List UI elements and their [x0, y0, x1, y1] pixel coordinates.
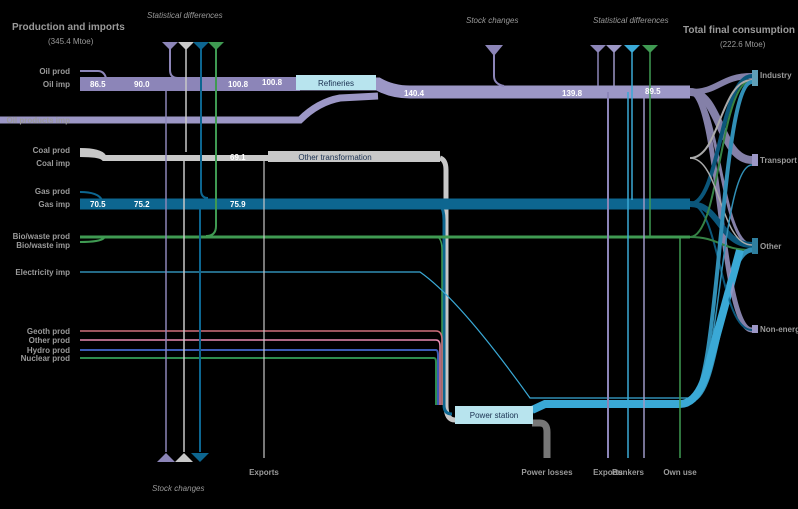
source-label: Nuclear prod	[21, 354, 70, 363]
stat-diff-right-marker-4	[642, 45, 658, 53]
stat-diff-right-marker-2	[606, 45, 622, 53]
source-label: Bio/waste prod	[13, 232, 70, 241]
flow-stock-top	[493, 54, 505, 87]
flow-gas-down	[438, 203, 453, 416]
flow-nuclear	[80, 357, 437, 405]
flow-bio-imp	[79, 237, 105, 243]
power-losses-label: Power losses	[521, 468, 573, 477]
source-label: Oil prod	[39, 67, 70, 76]
consumption-label-transport: Transport	[760, 156, 797, 165]
flow-refineries-out	[300, 77, 690, 99]
oil-value-3: 100.8	[228, 80, 249, 89]
sink-transport	[752, 154, 758, 166]
source-label: Coal prod	[33, 146, 70, 155]
sink-non-energy	[752, 325, 758, 333]
stat-diff-right-marker-3	[624, 45, 640, 53]
exports-right-label: Exports	[593, 468, 623, 477]
stat-diff-right-marker-1	[590, 45, 606, 53]
flow-stat-left-3	[200, 48, 209, 199]
source-label: Coal imp	[36, 159, 70, 168]
other-transformation-node	[268, 151, 440, 162]
flow-hydro	[80, 349, 439, 405]
consumption-labels: Industry Transport Other Non-energy	[760, 71, 798, 334]
flow-other-prod	[80, 339, 441, 405]
stock-marker-bottom-3	[191, 453, 209, 462]
bunkers-label: Bunkers	[612, 468, 645, 477]
oil-value-4: 100.8	[262, 78, 283, 87]
right-total: (222.6 Mtoe)	[720, 40, 766, 49]
gas-value-2: 75.2	[134, 200, 150, 209]
left-total: (345.4 Mtoe)	[48, 37, 94, 46]
stat-diff-marker-2	[178, 42, 194, 50]
refineries-label: Refineries	[318, 79, 354, 88]
left-title: Production and imports	[12, 22, 125, 33]
nodes: Refineries Other transformation Power st…	[268, 75, 533, 424]
refined-value-2: 139.8	[562, 89, 583, 98]
flow-coal-prod-curve	[79, 148, 106, 158]
source-label: Other prod	[29, 336, 70, 345]
output-labels: Exports Power losses Exports Bunkers Own…	[249, 468, 697, 477]
flow-stat-left-1	[169, 48, 179, 79]
flow-power-losses	[532, 419, 551, 458]
stock-marker-top	[485, 45, 503, 56]
stock-changes-top: Stock changes	[466, 16, 518, 25]
headers: Production and imports (345.4 Mtoe) Tota…	[12, 11, 795, 493]
source-label: Hydro prod	[27, 346, 70, 355]
exports-mid-label: Exports	[249, 468, 279, 477]
gas-value-3: 75.9	[230, 200, 246, 209]
consumption-fan	[689, 73, 753, 403]
consumption-label-other: Other	[760, 242, 781, 251]
source-label: Oil imp	[43, 80, 70, 89]
stock-marker-bottom-1	[157, 453, 175, 462]
refineries-node	[296, 75, 376, 90]
flow-oil-products-imp	[0, 92, 379, 124]
sink-industry	[752, 70, 758, 86]
flow-coal-down	[438, 155, 456, 423]
flows	[0, 48, 758, 458]
source-label: Electricity imp	[15, 268, 70, 277]
stat-diff-marker-4	[208, 42, 224, 50]
refined-value-3: 89.5	[645, 87, 661, 96]
stock-marker-bottom-2	[175, 453, 193, 462]
flow-geoth	[80, 330, 443, 405]
source-label: Oil products imp	[6, 116, 70, 125]
consumption-label-non-energy: Non-energy	[760, 325, 798, 334]
right-title: Total final consumption	[683, 25, 795, 36]
flow-coal	[79, 151, 440, 161]
source-label: Geoth prod	[27, 327, 70, 336]
power-station-node	[455, 406, 533, 424]
stock-changes-bottom: Stock changes	[152, 484, 204, 493]
stat-diff-marker-3	[193, 42, 209, 50]
flow-stat-left-4	[205, 48, 217, 237]
power-station-label: Power station	[470, 411, 518, 420]
stat-diff-top-right: Statistical differences	[593, 16, 669, 25]
consumption-label-industry: Industry	[760, 71, 792, 80]
stat-diff-top-left: Statistical differences	[147, 11, 223, 20]
stat-diff-marker-1	[162, 42, 178, 50]
other-transformation-label: Other transformation	[298, 153, 371, 162]
flow-values: 86.5 90.0 100.8 100.8 140.4 139.8 89.5 6…	[90, 78, 661, 209]
markers	[157, 42, 658, 462]
source-label: Gas prod	[35, 187, 70, 196]
sink-other	[752, 238, 758, 254]
source-label: Bio/waste imp	[16, 241, 70, 250]
gas-value-1: 70.5	[90, 200, 106, 209]
flow-bio-down	[437, 236, 443, 405]
source-label: Gas imp	[38, 200, 70, 209]
oil-value-1: 86.5	[90, 80, 106, 89]
coal-value: 69.1	[230, 153, 246, 162]
flow-oil-prod	[80, 70, 107, 79]
own-use-label: Own use	[663, 468, 697, 477]
oil-value-2: 90.0	[134, 80, 150, 89]
flow-electricity-imp	[80, 271, 690, 399]
refined-value-1: 140.4	[404, 89, 425, 98]
source-labels: Oil prod Oil imp Oil products imp Coal p…	[6, 67, 70, 363]
